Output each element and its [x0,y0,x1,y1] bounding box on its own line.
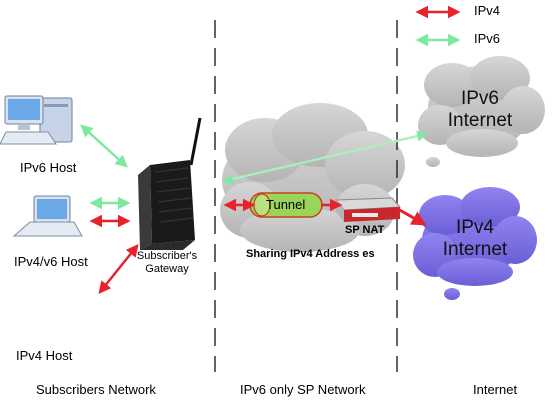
section-sp-label: IPv6 only SP Network [240,382,366,397]
subscriber-gateway-icon [138,117,202,250]
ipv6-host-label: IPv6 Host [20,160,77,175]
ipv6-host-to-gateway-arrow [80,124,128,168]
gateway-label-line2: Gateway [145,263,189,275]
ipv4-host-to-gateway-arrow [98,244,139,294]
section-subscribers-label: Subscribers Network [36,382,156,397]
sp-nat-appliance-icon [334,197,402,222]
ipv6-internet-line2: Internet [447,110,513,131]
ipv4-internet-line1: IPv4 [455,217,495,238]
ipv6-internet-line1: IPv6 [460,88,500,109]
ipv4-internet-line2: Internet [442,239,508,260]
legend-ipv4-label: IPv4 [474,3,501,18]
sp-nat-label: SP NAT [345,224,385,236]
ipv4-internet-cloud [413,187,537,300]
ipv4-host-label: IPv4 Host [16,348,73,363]
section-internet-label: Internet [473,382,518,397]
ipv6-host-computer-icon [0,95,73,145]
ipv4-internet-label: IPv4 Internet [425,217,525,261]
tunnel-label: Tunnel [266,197,306,212]
sharing-ipv4-label: Sharing IPv4 Address es [246,248,375,260]
gateway-label-line1: Subscriber's [136,250,198,262]
ipv6-internet-cloud [418,56,545,167]
ipv4v6-host-laptop-icon [12,195,83,237]
gateway-label: Subscriber's Gateway [130,250,204,276]
gateway-to-ipv6-internet-arrow [221,130,429,185]
ipv6-internet-label: IPv6 Internet [430,88,530,132]
legend-ipv6-label: IPv6 [474,31,501,46]
nat-to-ipv4-internet-arrow [397,207,427,226]
ipv4v6-host-label: IPv4/v6 Host [14,254,88,269]
